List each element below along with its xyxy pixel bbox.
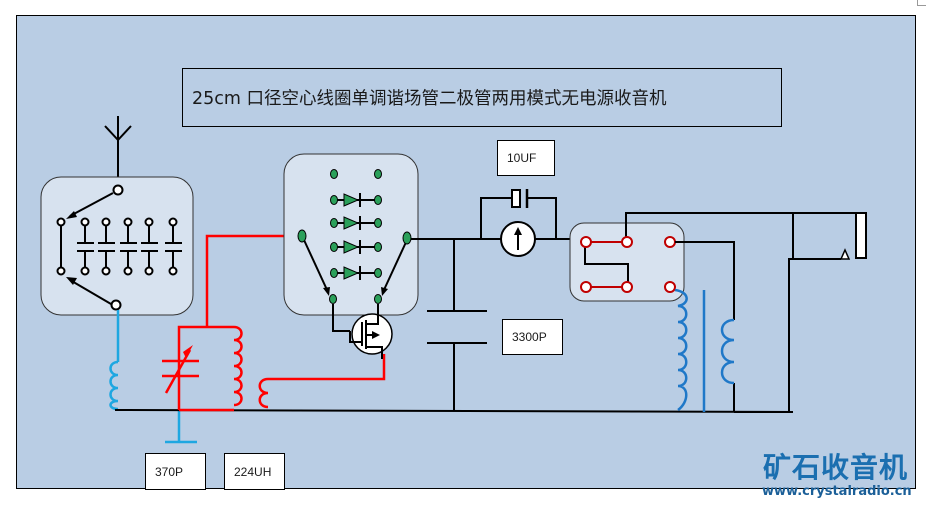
ground-icon (165, 410, 197, 444)
logo-url: www.crystalradio.cn (762, 484, 912, 499)
switch-terminals (56, 184, 178, 311)
page-corner-mark (917, 0, 926, 6)
variable-arrow-icon (183, 345, 193, 358)
switch-capacitor-bank (77, 222, 182, 271)
diode-icons (343, 193, 360, 280)
antenna-icon (104, 116, 132, 187)
electrolytic-capacitor-icon (511, 189, 529, 208)
bypass-cap-label: 3300P (502, 319, 563, 355)
tuning-coil-icon (233, 325, 243, 407)
tuned-circuit (162, 234, 386, 412)
variable-cap-label: 370P (145, 453, 206, 490)
arrow-head-icon (323, 287, 330, 296)
logo-text: 矿石收音机 (763, 451, 909, 484)
band-switch[interactable] (40, 176, 194, 316)
detector-output-wire (411, 238, 502, 311)
arrow-head-icon (66, 211, 77, 219)
site-logo: 矿石收音机 www.crystalradio.cn (760, 446, 929, 506)
selector-terminals (297, 169, 412, 304)
variable-capacitor-icon (162, 349, 199, 394)
mode-switch[interactable] (569, 212, 861, 302)
bypass-capacitor-icon (427, 310, 487, 411)
switch-terminals (580, 236, 676, 293)
transformer-icon (674, 288, 735, 412)
antenna-coil (109, 310, 120, 411)
ammeter-icon[interactable] (500, 221, 536, 257)
mosfet-icon (332, 304, 393, 359)
page-title: 25cm 口径空心线圈单调谐场管二极管两用模式无电源收音机 (182, 68, 782, 127)
coil-label: 224UH (224, 453, 285, 490)
electrolytic-cap-label: 10UF (497, 140, 555, 176)
arrow-head-icon (381, 287, 388, 296)
detector-selector[interactable] (283, 153, 419, 316)
output-wiring (675, 241, 841, 413)
jack-icon[interactable] (839, 212, 867, 260)
coupling-coil-icon (258, 377, 269, 409)
arrow-head-icon (66, 277, 77, 285)
